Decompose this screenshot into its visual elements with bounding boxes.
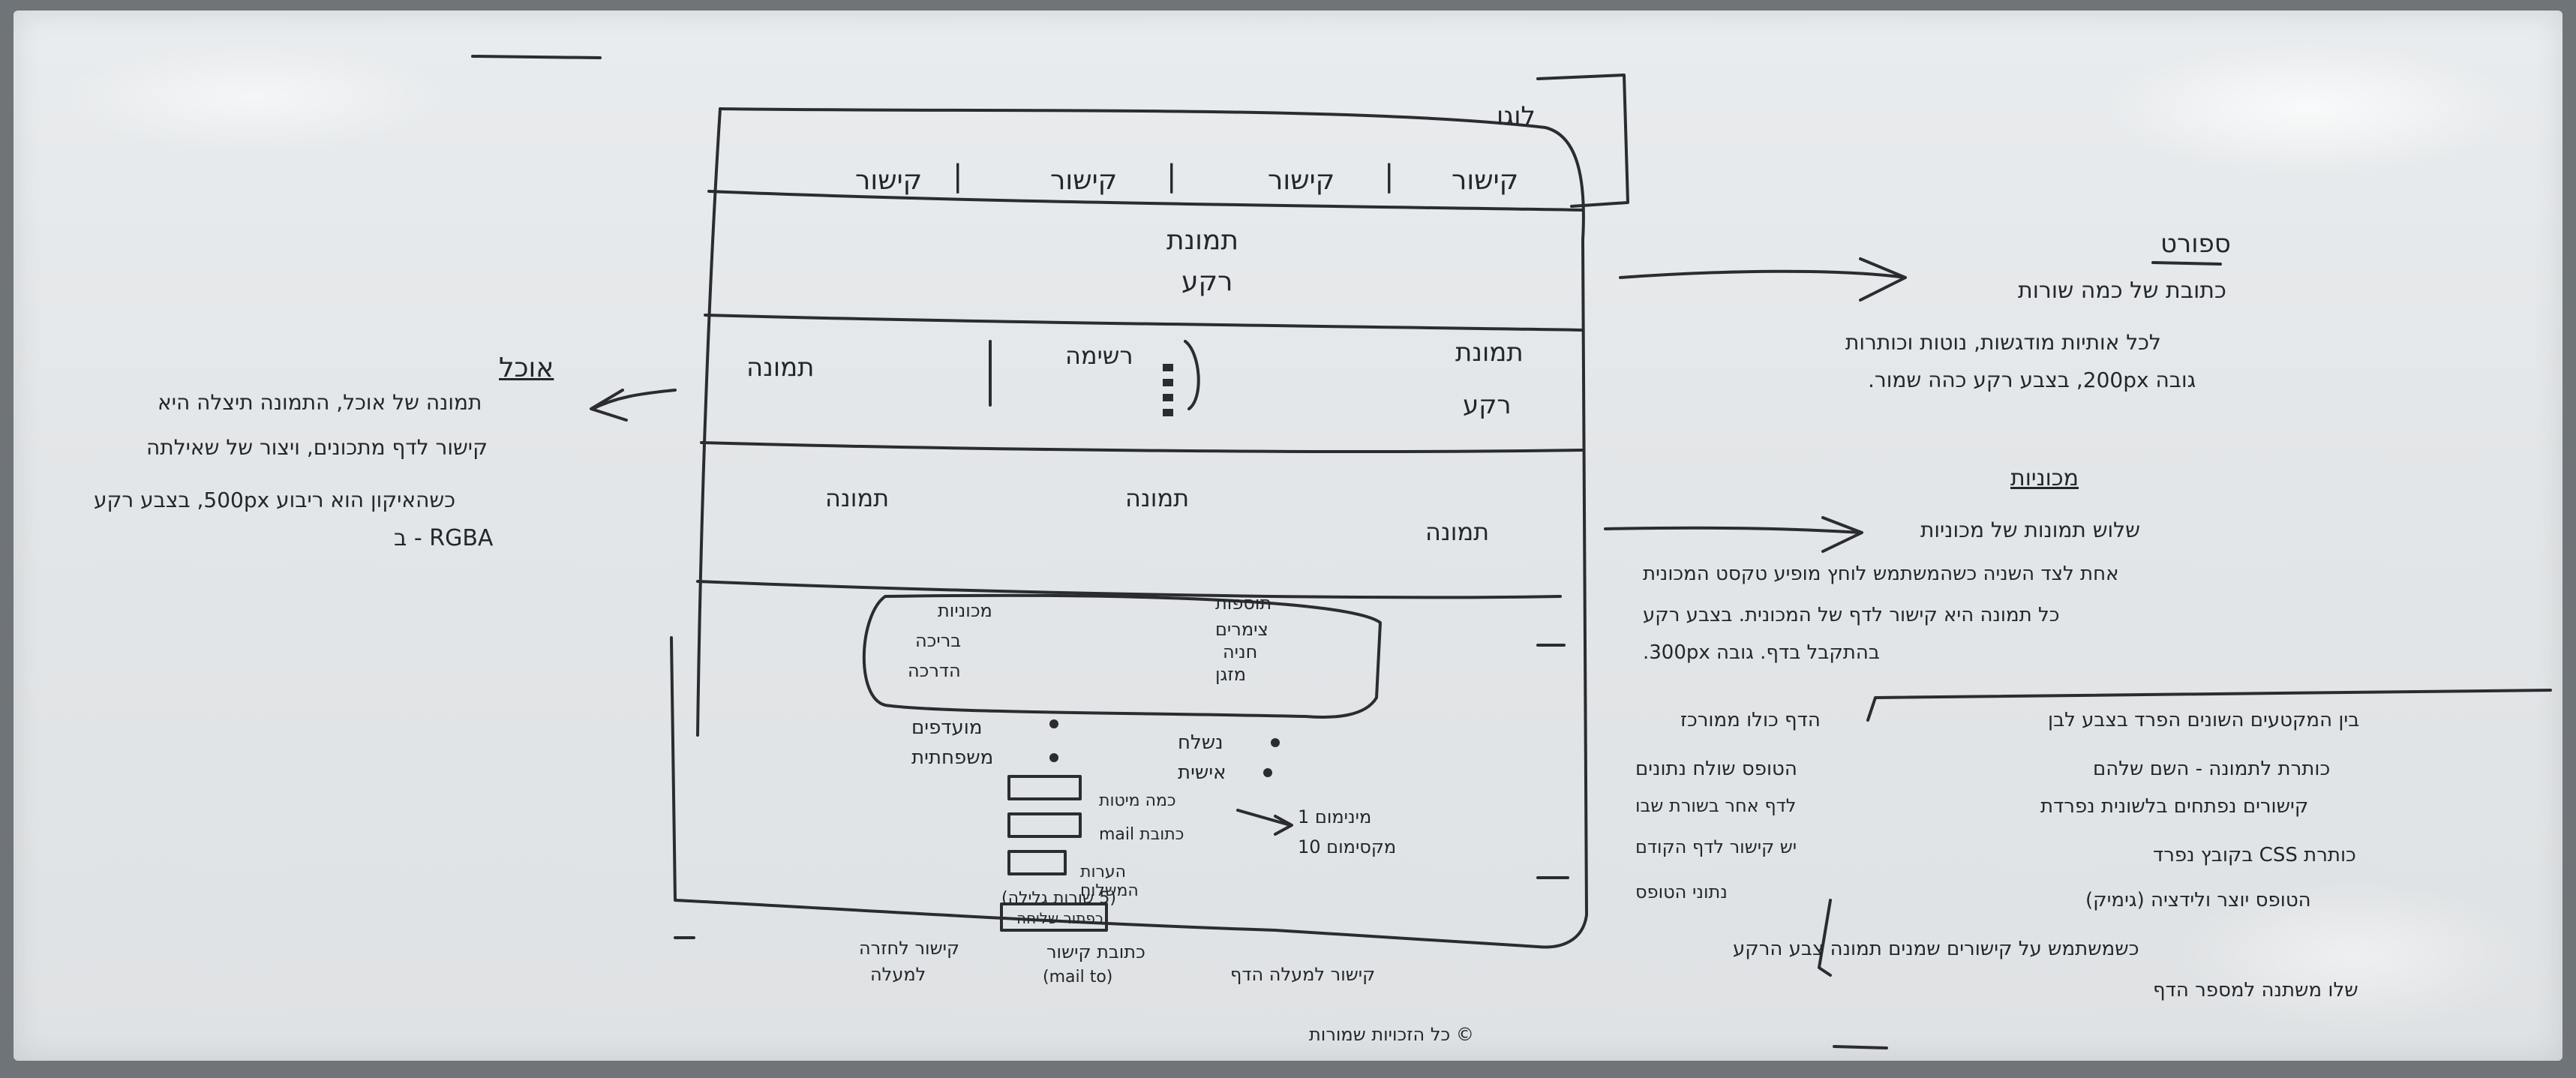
notes-cars-line: כל תמונה היא קישור לדף של המכונית. בצבע … [1643, 604, 2060, 626]
checkbox-label: חניה [1223, 641, 1258, 662]
nav-link-3: קישור [1050, 165, 1118, 196]
notes-sport-line: לכל אותיות מודגשות, נוטות וכותרות [1845, 330, 2161, 355]
nav-link-1: קישור [1452, 165, 1519, 196]
number-min-note: מינימום 1 [1298, 806, 1372, 827]
hero-label-line2: רקע [1181, 266, 1233, 297]
checkbox-label: מזגן [1215, 664, 1247, 685]
submit-button-label: כפתור שליחה [1016, 909, 1103, 927]
row2-bg-label-line2: רקע [1463, 390, 1512, 420]
notes-list-item: שלו משתנה למספר הדף [2153, 979, 2358, 1001]
whiteboard [14, 11, 2562, 1061]
footer-email-note: (mail to) [1043, 968, 1113, 986]
field-label: הערות [1080, 863, 1127, 881]
nav-separator: | [1166, 159, 1177, 194]
radio-label: מועדפים [911, 716, 983, 739]
field-label: המשלוח [1080, 881, 1139, 900]
number-max-note: מקסימום 10 [1298, 836, 1397, 857]
notes-list-item: כותרת לתמונה - השם שלהם [2093, 758, 2331, 780]
footer-copyright: © כל הזכויות שמורות [1309, 1024, 1474, 1045]
notes-list-item: הדף כולו ממורכז [1680, 709, 1821, 731]
notes-list-item: בין המקטעים השונים הפרד בצבע לבן [2048, 709, 2360, 731]
checkbox-label: צימרים [1215, 619, 1268, 640]
nav-separator: | [953, 159, 963, 194]
row3-image-1: תמונה [825, 484, 890, 512]
notes-left-line: RGBA - ב [394, 525, 494, 551]
field-label: כתובת mail [1099, 825, 1184, 844]
notes-left-title: אוכל [499, 353, 554, 383]
footer-back-link: קישור לחזרה [859, 938, 959, 959]
notes-left-line: קישור לדף מתכונים, ויצור של שאילתה [146, 435, 488, 460]
notes-left-line: תמונה של אוכל, התמונה תיצלה היא [158, 390, 482, 415]
nav-separator: | [1384, 159, 1395, 194]
nav-link-2: קישור [1268, 165, 1335, 196]
notes-list-item: כשמשתמש על קישורים שמנים תמונה צבע הרקע [1733, 938, 2139, 960]
nav-link-4: קישור [855, 165, 923, 196]
notes-sport-line: כתובת של כמה שורות [2018, 278, 2226, 304]
textarea-note: (5 שורות גלילה) [1001, 889, 1116, 908]
footer-email-link: כתובת קישור [1046, 941, 1145, 962]
notes-sport-title: ספורט [2160, 229, 2231, 259]
notes-list-item: הטופס יוצר ולידציה (גימיק) [2085, 889, 2311, 911]
radio-label: אישית [1178, 761, 1226, 784]
radio-label: נשלח [1178, 731, 1223, 754]
field-label: כמה מיטות [1099, 791, 1176, 810]
notes-cars-line: בהתקבל בדף. גובה 300px. [1643, 641, 1880, 664]
footer-back-link-2: למעלה [870, 964, 926, 985]
checkbox-label: בריכה [915, 630, 962, 651]
checkbox-label: הדרכה [908, 660, 961, 681]
row2-list-label: רשימה [1065, 341, 1133, 370]
notes-list-item: יש קישור לדף הקודם [1635, 836, 1797, 857]
notes-list-item: נתוני הטופס [1635, 881, 1728, 902]
footer-center-link: קישור למעלה הדף [1230, 964, 1376, 985]
notes-cars-title: מכוניות [2010, 465, 2079, 491]
form-legend: תוספות [1215, 593, 1272, 614]
notes-list-item: הטופס שולח נתונים [1635, 758, 1797, 780]
row2-image-label: תמונה [746, 353, 815, 383]
notes-cars-line: אחת לצד השניה כשהמשתמש לוחץ מופיע טקסט ה… [1643, 563, 2119, 585]
row3-image-2: תמונה [1125, 484, 1190, 512]
checkbox-label: מכוניות [938, 600, 992, 621]
radio-label: משפחתית [911, 746, 994, 769]
notes-left-line: כשהאיקון הוא ריבוע 500px, בצבע רקע [94, 488, 456, 512]
notes-list-item: כותרת CSS בקובץ נפרד [2153, 844, 2356, 866]
notes-sport-line: גובה 200px, בצבע רקע כהה שמור. [1868, 368, 2196, 392]
logo: לוגו [1497, 101, 1536, 131]
notes-list-item: לדף אחר בשורת שבו [1635, 795, 1797, 816]
notes-list-item: קישורים נפתחים בלשונית נפרדת [2040, 795, 2309, 818]
row2-bg-label-line1: תמונת [1455, 338, 1524, 368]
notes-cars-line: שלוש תמונות של מכוניות [1920, 518, 2140, 542]
hero-label-line1: תמונת [1166, 225, 1238, 256]
row3-image-3: תמונה [1425, 518, 1490, 546]
